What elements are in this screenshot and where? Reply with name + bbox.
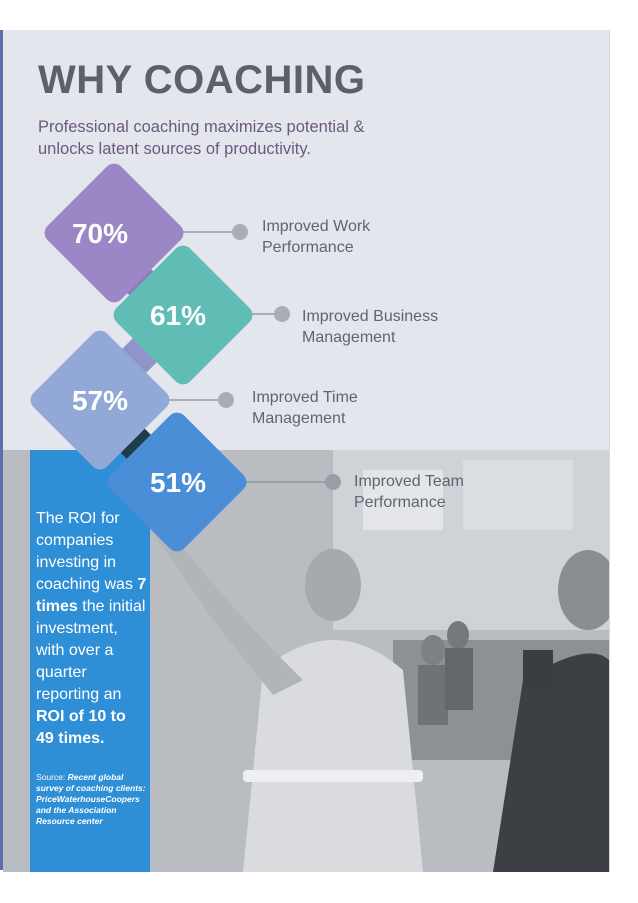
stat-label-3: Improved Time Management: [252, 389, 358, 427]
stat-diamond-61: [113, 245, 253, 385]
right-frame-edge: [609, 30, 610, 872]
stat-percent-2: 61%: [150, 300, 206, 331]
source-prefix: Source:: [36, 772, 68, 782]
connector-dot-1: [232, 224, 248, 240]
stat-diamond-51: [107, 412, 247, 552]
roi-text-part-1: The ROI for companies investing in coach…: [36, 510, 138, 593]
roi-statement: The ROI for companies investing in coach…: [36, 508, 148, 750]
roi-highlight-7-times: 7 times: [36, 576, 147, 615]
source-citation: Recent global survey of coaching clients…: [36, 772, 146, 826]
roi-highlight-10-to-49: ROI of 10 to 49 times.: [36, 708, 126, 747]
stat-percent-3: 57%: [72, 385, 128, 416]
stat-diamond-57: [30, 330, 170, 470]
page-subtitle: Professional coaching maximizes potentia…: [38, 118, 365, 158]
office-photo: [3, 450, 609, 872]
connector-dot-3: [218, 392, 234, 408]
stat-percent-4: 51%: [150, 467, 206, 498]
stat-label-2: Improved Business Management: [302, 308, 439, 346]
stat-label-1: Improved Work Performance: [262, 218, 371, 256]
connector-dot-4: [325, 474, 341, 490]
stat-label-4: Improved Team Performance: [354, 473, 464, 511]
roi-text-part-2: the initial investment, with over a quar…: [36, 598, 146, 703]
page-title: WHY COACHING: [38, 58, 366, 102]
stat-diamond-70: [44, 163, 184, 303]
left-edge-rule: [0, 30, 3, 870]
connector-dot-2: [274, 306, 290, 322]
stat-percent-1: 70%: [72, 218, 128, 249]
roi-callout-box: [30, 450, 150, 872]
roi-source: Source: Recent global survey of coaching…: [36, 772, 148, 827]
